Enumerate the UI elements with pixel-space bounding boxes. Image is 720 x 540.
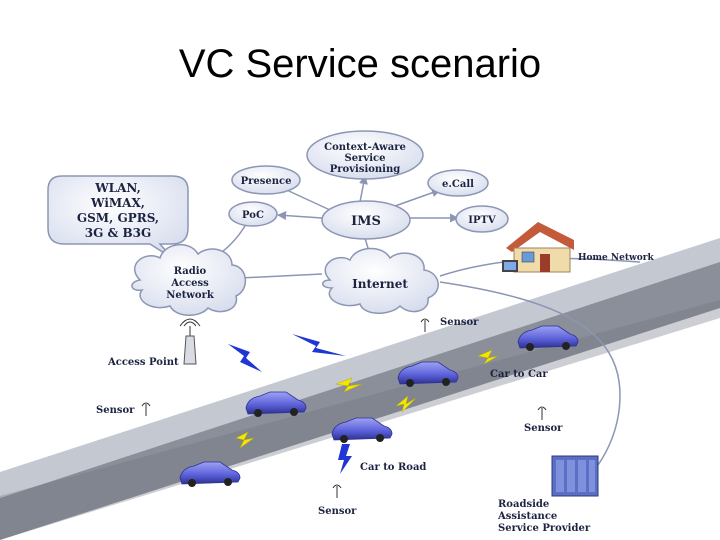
sensor-icon-right <box>537 406 547 420</box>
callout-line1: WLAN, <box>94 181 141 195</box>
car-icon-5 <box>179 461 241 487</box>
iptv-bubble: IPTV <box>455 205 509 233</box>
roadside-label-line2: Assistance <box>497 511 557 522</box>
house-icon <box>502 222 574 273</box>
presence-label: Presence <box>241 176 292 187</box>
lightning-yellow-2 <box>477 349 499 365</box>
lightning-blue-sky <box>292 334 346 356</box>
lightning-blue-road <box>338 444 352 474</box>
ecall-label: e.Call <box>442 179 474 190</box>
radio-label-line3: Network <box>166 290 215 301</box>
internet-label: Internet <box>352 277 408 291</box>
car-icon-1 <box>517 325 579 351</box>
internet-cloud: Internet <box>322 247 439 314</box>
context-label-line3: Provisioning <box>330 164 401 175</box>
radio-label-line2: Access <box>170 278 209 289</box>
lightning-blue-ap <box>228 344 262 372</box>
access-point-icon <box>179 318 201 365</box>
iptv-label: IPTV <box>468 215 496 226</box>
lightning-yellow-4 <box>235 431 255 449</box>
lightning-yellow-3 <box>395 395 417 413</box>
callout-line3: GSM, GPRS, <box>77 211 159 225</box>
roadside-label-line3: Service Provider <box>498 523 591 534</box>
car-icon-4 <box>331 417 393 443</box>
callout-line4: 3G & B3G <box>85 226 152 240</box>
roadside-label-line1: Roadside <box>498 499 549 510</box>
sensor-label-top: Sensor <box>440 317 479 328</box>
ims-label: IMS <box>351 214 381 229</box>
radio-label-line1: Radio <box>174 266 207 277</box>
sensor-icon-left <box>141 402 151 416</box>
network-callout: WLAN, WiMAX, GSM, GPRS, 3G & B3G <box>47 175 189 259</box>
radio-access-cloud: Radio Access Network <box>131 244 246 316</box>
ecall-bubble: e.Call <box>427 169 489 197</box>
slide-title: VC Service scenario <box>178 42 542 86</box>
ims-bubble: IMS <box>321 200 411 240</box>
car-to-road-label: Car to Road <box>360 462 426 473</box>
sensor-label-bottom: Sensor <box>318 506 357 517</box>
car-icon-3 <box>245 391 307 417</box>
context-label-line2: Service <box>345 153 386 164</box>
context-aware-bubble: Context-Aware Service Provisioning <box>306 130 424 180</box>
home-network-label: Home Network <box>578 253 654 263</box>
lightning-yellow-1 <box>335 377 363 393</box>
car-to-car-label: Car to Car <box>490 369 548 380</box>
sensor-label-left: Sensor <box>96 405 135 416</box>
sensor-label-right: Sensor <box>524 423 563 434</box>
car-icon-2 <box>397 361 459 387</box>
presence-bubble: Presence <box>231 165 301 195</box>
access-point-label: Access Point <box>107 357 179 368</box>
poc-bubble: PoC <box>228 201 278 227</box>
context-label-line1: Context-Aware <box>324 142 406 153</box>
poc-label: PoC <box>242 210 264 221</box>
sensor-icon-bottom <box>332 484 342 498</box>
sensor-icon-top <box>420 318 430 332</box>
server-rack-icon <box>551 455 599 497</box>
callout-line2: WiMAX, <box>90 196 145 210</box>
